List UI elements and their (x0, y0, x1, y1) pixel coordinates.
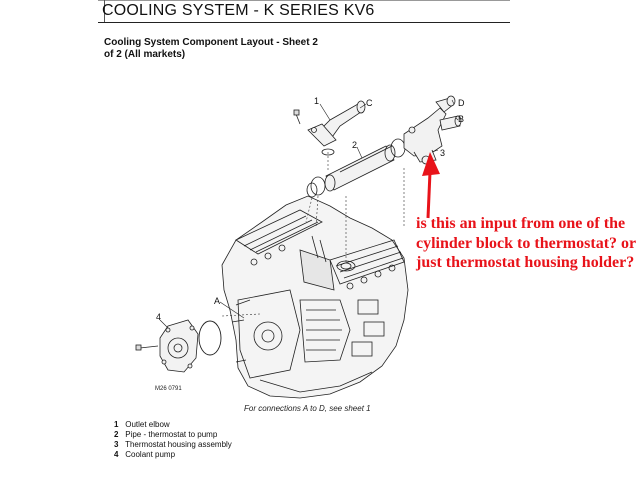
header-top-rule (98, 0, 510, 1)
legend-item: 4 Coolant pump (114, 450, 232, 460)
callout-2: 2 (352, 140, 357, 150)
callout-3: 3 (440, 148, 445, 158)
callout-1: 1 (314, 96, 319, 106)
assembly-guide-lines (221, 152, 405, 317)
thermostat-pump-pipe (324, 144, 396, 192)
legend-number: 1 (114, 420, 119, 429)
figure-code: M26 0791 (155, 386, 182, 392)
block-port-ring-inner (340, 262, 352, 270)
connections-note: For connections A to D, see sheet 1 (244, 404, 371, 413)
callout-a: A (214, 296, 220, 306)
legend-label: Outlet elbow (125, 420, 170, 429)
legend-label: Thermostat housing assembly (125, 440, 232, 449)
outlet-elbow (307, 100, 366, 147)
callout-leaders (159, 99, 459, 329)
legend-item: 1 Outlet elbow (114, 420, 232, 430)
legend-item: 3 Thermostat housing assembly (114, 440, 232, 450)
pump-gasket (198, 320, 222, 356)
legend-label: Coolant pump (125, 450, 176, 459)
pump-bolt (135, 344, 159, 351)
legend-number: 2 (114, 430, 119, 439)
header-divider (98, 22, 510, 23)
callout-d: D (458, 98, 465, 108)
red-arrow (422, 152, 440, 219)
callout-4: 4 (156, 312, 161, 322)
component-legend: 1 Outlet elbow 2 Pipe - thermostat to pu… (114, 420, 232, 460)
elbow-bolt (293, 109, 301, 125)
legend-number: 4 (114, 450, 119, 459)
callout-c: C (366, 98, 373, 108)
legend-number: 3 (114, 440, 119, 449)
legend-label: Pipe - thermostat to pump (125, 430, 218, 439)
engine-block (221, 195, 409, 399)
page-title: COOLING SYSTEM - K SERIES KV6 (102, 2, 375, 19)
section-title: Cooling System Component Layout - Sheet … (104, 37, 318, 60)
block-port-ring (336, 260, 356, 272)
callout-b: B (458, 114, 464, 124)
thermostat-housing (403, 95, 462, 165)
legend-item: 2 Pipe - thermostat to pump (114, 430, 232, 440)
elbow-o-ring (321, 148, 335, 156)
red-annotation-text: is this an input from one of the cylinde… (416, 215, 636, 271)
coolant-pump (159, 319, 199, 373)
header-side-rule (98, 0, 105, 22)
